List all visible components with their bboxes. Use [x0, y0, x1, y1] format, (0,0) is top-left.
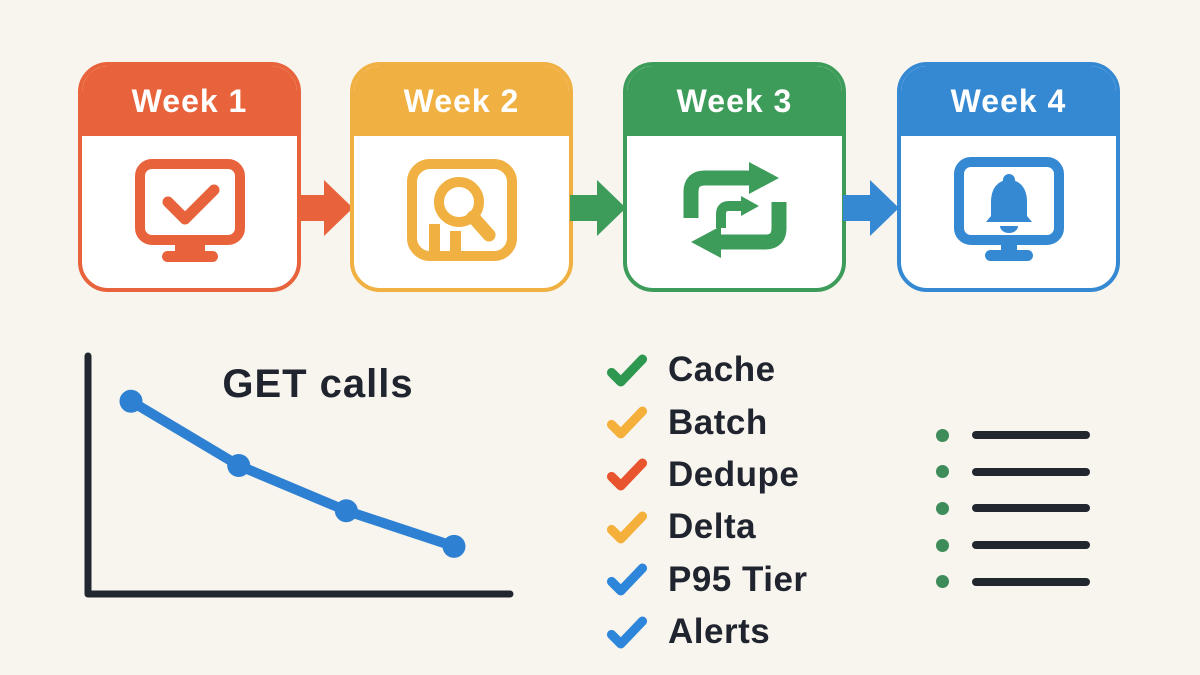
week-card-3-body	[627, 136, 842, 284]
check-icon	[606, 511, 648, 544]
week-card-4-header: Week 4	[901, 66, 1116, 136]
screen-search-icon	[406, 159, 517, 261]
week-card-3-header: Week 3	[627, 66, 842, 136]
bullet-bar	[972, 577, 1090, 586]
week-1-label: Week 1	[131, 82, 248, 119]
check-icon	[606, 354, 648, 387]
get-calls-chart: GET calls	[80, 350, 520, 610]
bullet-list-item	[936, 527, 1090, 564]
checklist-item-p95-tier: P95 Tier	[606, 554, 808, 606]
week-card-2-body	[354, 136, 569, 284]
bullet-dot	[936, 501, 949, 515]
bullet-list-item	[936, 454, 1090, 491]
check-icon	[606, 406, 648, 439]
week-2-label: Week 2	[403, 82, 520, 119]
checklist-label: Delta	[668, 507, 757, 547]
bullet-dot	[936, 428, 949, 442]
checklist-item-delta: Delta	[606, 501, 808, 553]
checklist-item-dedupe: Dedupe	[606, 449, 808, 501]
week-card-4-body	[901, 136, 1116, 284]
week-3-label: Week 3	[676, 82, 793, 119]
bullet-list-item	[936, 490, 1090, 527]
bullet-list-item	[936, 563, 1090, 600]
check-icon	[606, 563, 648, 596]
week-card-3: Week 3	[623, 62, 846, 292]
bullet-bar	[972, 431, 1090, 440]
checklist-item-cache: Cache	[606, 344, 808, 396]
flow-arrow-icon-2	[570, 180, 626, 236]
bullet-bar	[972, 504, 1090, 513]
monitor-bell-icon	[953, 157, 1064, 261]
checklist-label: Alerts	[668, 612, 771, 652]
bullet-dot	[936, 538, 949, 552]
check-icon	[606, 459, 648, 491]
bullet-bar	[972, 467, 1090, 476]
chart-canvas	[84, 352, 514, 598]
monitor-check-icon	[134, 159, 245, 262]
week-card-1-body	[82, 136, 297, 284]
week-card-4: Week 4	[897, 62, 1120, 292]
checklist-item-batch: Batch	[606, 396, 808, 448]
check-icon	[606, 616, 648, 649]
chart-axes	[84, 352, 514, 598]
repeat-loop-icon	[683, 162, 786, 258]
bullet-dot	[936, 575, 949, 589]
checklist-label: Cache	[668, 350, 776, 390]
get-calls-line	[126, 396, 459, 552]
chart-title: GET calls	[222, 362, 414, 406]
checklist-label: P95 Tier	[668, 559, 808, 599]
flow-arrow-icon-1	[297, 180, 353, 236]
bullet-list	[936, 417, 1090, 600]
optimization-checklist: Cache Batch Dedupe Delta P95 Tier	[606, 344, 808, 658]
bullet-bar	[972, 541, 1090, 550]
checklist-label: Batch	[668, 402, 768, 442]
week-4-label: Week 4	[950, 82, 1067, 119]
bullet-dot	[936, 465, 949, 479]
week-card-1-header: Week 1	[82, 66, 297, 136]
checklist-item-alerts: Alerts	[606, 606, 808, 658]
checklist-label: Dedupe	[668, 454, 800, 494]
week-card-1: Week 1	[78, 62, 301, 292]
flow-arrow-icon-3	[843, 180, 899, 236]
week-card-2-header: Week 2	[354, 66, 569, 136]
get-calls-points	[119, 389, 466, 558]
week-card-2: Week 2	[350, 62, 573, 292]
bullet-list-item	[936, 417, 1090, 454]
